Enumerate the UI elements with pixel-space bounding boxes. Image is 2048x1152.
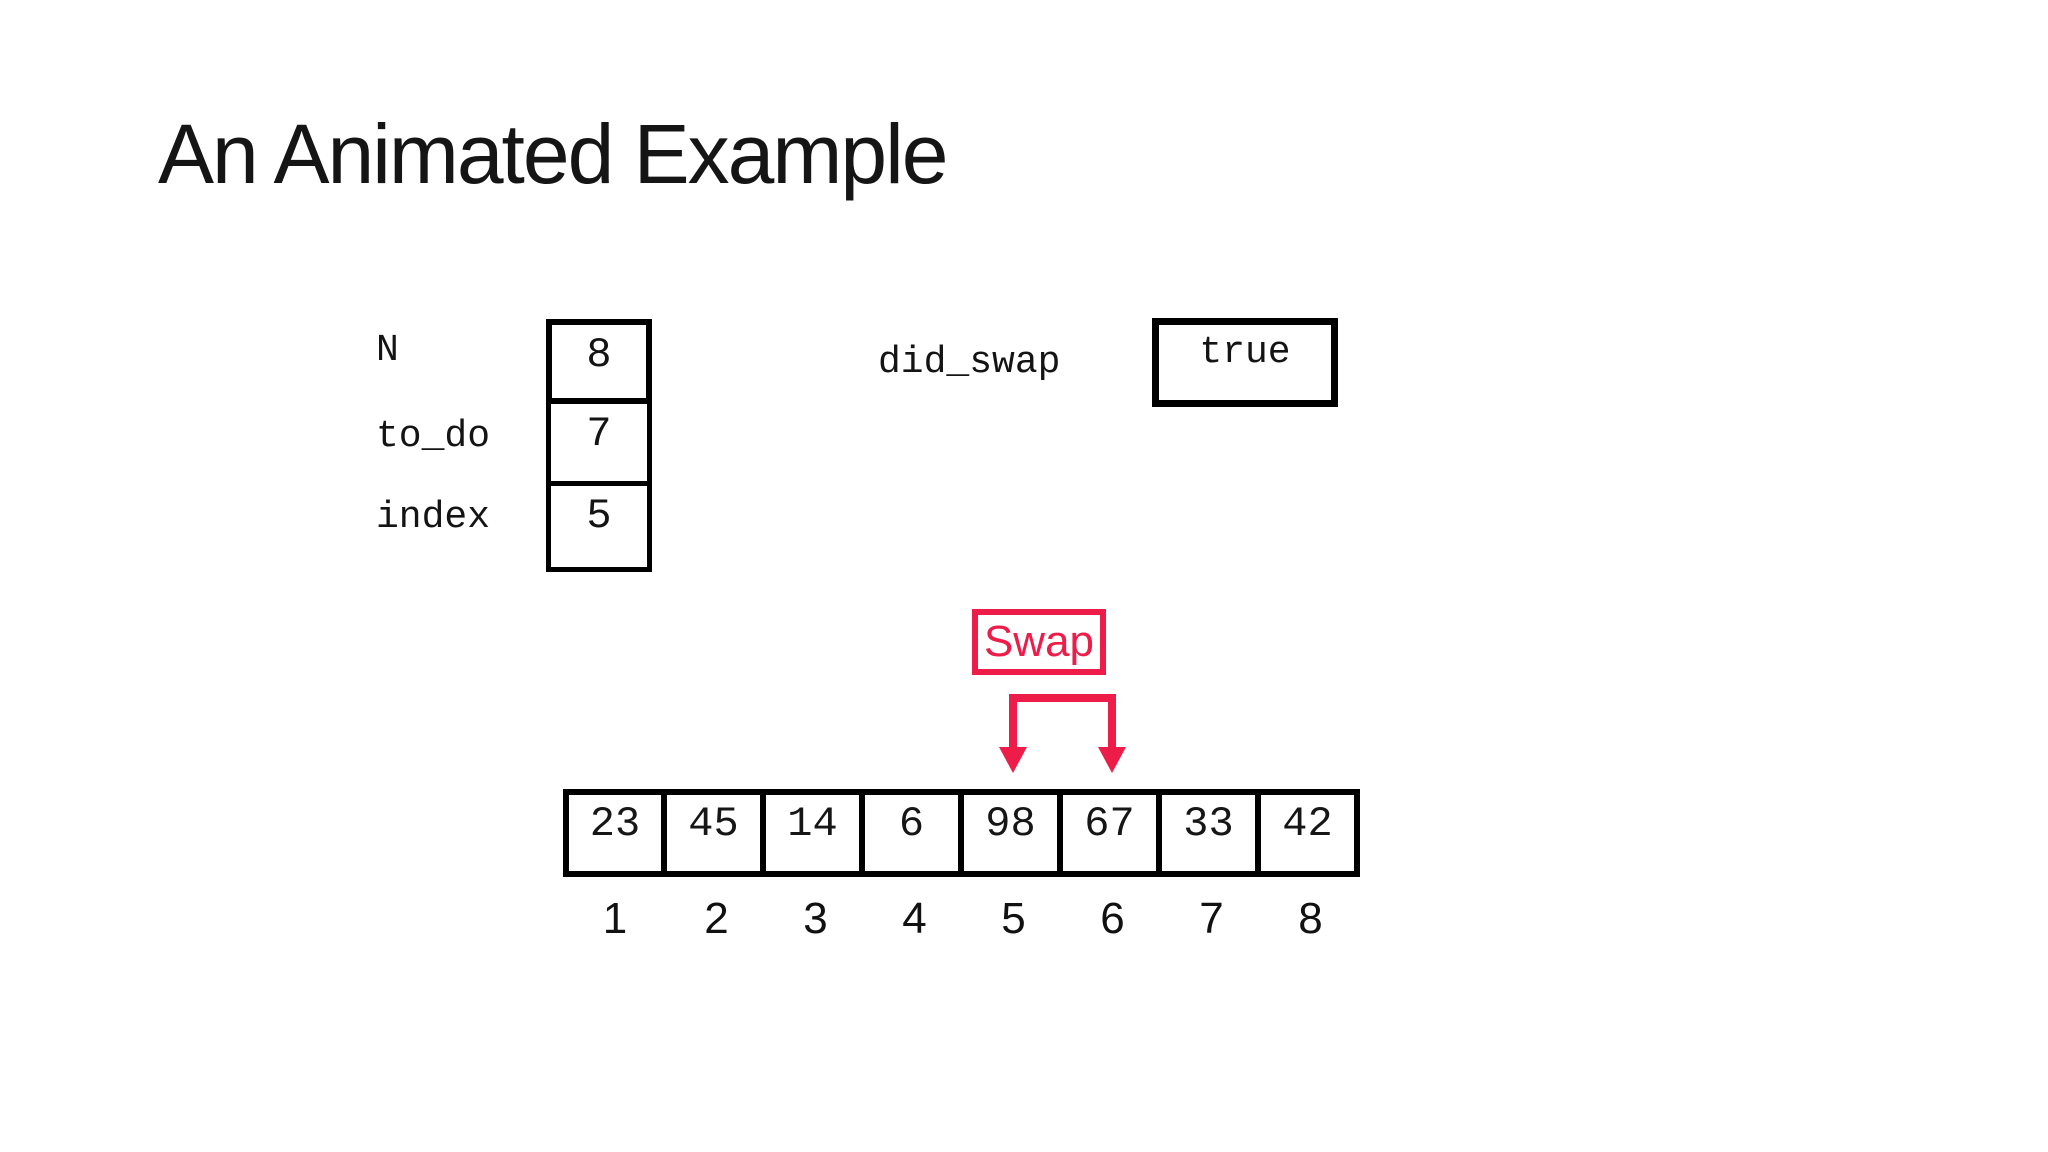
variable-box-did-swap: true — [1152, 318, 1338, 407]
array-cell: 98 — [964, 789, 1063, 877]
variable-label-index: index — [376, 496, 491, 539]
variable-value-to-do: 7 — [586, 410, 612, 458]
array-index-row: 1 2 3 4 5 6 7 8 — [563, 897, 1360, 941]
array-cell: 45 — [667, 789, 766, 877]
arrow-down-left-icon — [999, 747, 1027, 773]
array-index-label: 5 — [1001, 894, 1026, 943]
array-index-label: 1 — [602, 894, 628, 943]
swap-bracket-horizontal-line — [1009, 694, 1116, 702]
array-index-label: 2 — [704, 894, 729, 943]
variable-label-to-do: to_do — [376, 415, 491, 458]
array-index-label: 4 — [902, 894, 927, 943]
variable-value-index: 5 — [586, 492, 612, 540]
array-cell: 42 — [1261, 789, 1360, 877]
swap-bracket-left-line — [1009, 694, 1017, 748]
array-index-label: 6 — [1100, 894, 1125, 943]
swap-bracket-right-line — [1108, 694, 1116, 748]
array-row: 23 45 14 6 98 67 33 42 — [563, 789, 1360, 877]
array-cell-value: 14 — [787, 800, 838, 848]
array-cell-value: 67 — [1084, 800, 1135, 848]
slide-title: An Animated Example — [158, 107, 948, 201]
swap-callout-box: Swap — [972, 609, 1106, 675]
array-cell-value: 33 — [1183, 800, 1234, 848]
array-cell: 23 — [563, 789, 667, 877]
array-index-label: 8 — [1298, 894, 1323, 943]
array-index-label: 7 — [1199, 894, 1224, 943]
array-cell-value: 45 — [688, 800, 739, 848]
array-cell: 67 — [1063, 789, 1162, 877]
array-cell-value: 6 — [898, 800, 925, 848]
array-cell-value: 23 — [589, 800, 641, 848]
variable-box-n: 8 — [546, 319, 652, 404]
variable-value-n: 8 — [586, 331, 612, 379]
variable-label-n: N — [376, 329, 399, 372]
arrow-down-right-icon — [1098, 747, 1126, 773]
array-cell: 33 — [1162, 789, 1261, 877]
array-cell: 14 — [766, 789, 865, 877]
variable-box-to-do: 7 — [546, 404, 652, 486]
variable-box-index: 5 — [546, 486, 652, 572]
array-cell-value: 42 — [1282, 800, 1333, 848]
array-cell: 6 — [865, 789, 964, 877]
array-cell-value: 98 — [985, 800, 1036, 848]
swap-callout-label: Swap — [983, 617, 1095, 666]
variable-value-did-swap: true — [1199, 331, 1291, 374]
variable-label-did-swap: did_swap — [878, 341, 1061, 384]
array-index-label: 3 — [803, 894, 828, 943]
